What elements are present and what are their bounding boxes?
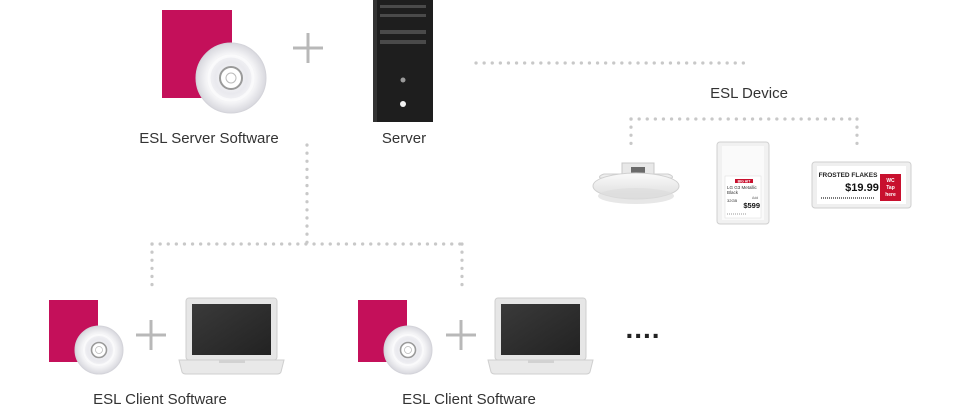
- plus-icon: [293, 33, 323, 63]
- server-software-icon: [162, 10, 267, 114]
- label-wide-promo-3: here: [885, 192, 896, 198]
- label-wide-promo-1: WC: [886, 178, 895, 184]
- label-wide-product: FROSTED FLAKES: [819, 172, 879, 179]
- label-small-price: $599: [743, 201, 760, 210]
- label-small-line2: Black: [727, 190, 739, 195]
- laptop-2-icon: [487, 297, 594, 375]
- plus-icon-client-1: [136, 320, 166, 350]
- server-software-label: ESL Server Software: [139, 130, 279, 147]
- label-wide-promo-2: Tap: [886, 185, 895, 191]
- server-tower-icon: [373, 0, 433, 122]
- esl-label-small-icon: [716, 141, 770, 225]
- esl-label-wide-text: FROSTED FLAKES $19.99 WC Tap here: [819, 172, 896, 198]
- esl-label-wide-icon: [811, 161, 912, 209]
- esl-label-small-text: BIG HIT LG G3 Metallic Black Add 32GB $5…: [727, 180, 760, 211]
- access-point-icon: [592, 162, 680, 204]
- continuation-ellipsis: ....: [625, 313, 661, 344]
- label-wide-price: $19.99: [845, 182, 879, 194]
- label-small-small: Add: [752, 196, 758, 200]
- label-small-storage: 32GB: [727, 198, 738, 203]
- esl-device-label: ESL Device: [710, 85, 788, 102]
- client-software-1-icon: [49, 300, 124, 375]
- label-small-top: BIG HIT: [738, 180, 752, 184]
- label-small-line1: LG G3 Metallic: [727, 185, 758, 190]
- client-software-label-1: ESL Client Software: [93, 391, 227, 408]
- laptop-1-icon: [178, 297, 285, 375]
- connection-lines: [150, 61, 859, 289]
- client-software-2-icon: [358, 300, 433, 375]
- client-software-label-2: ESL Client Software: [402, 391, 536, 408]
- plus-icon-client-2: [446, 320, 476, 350]
- server-label: Server: [381, 130, 427, 147]
